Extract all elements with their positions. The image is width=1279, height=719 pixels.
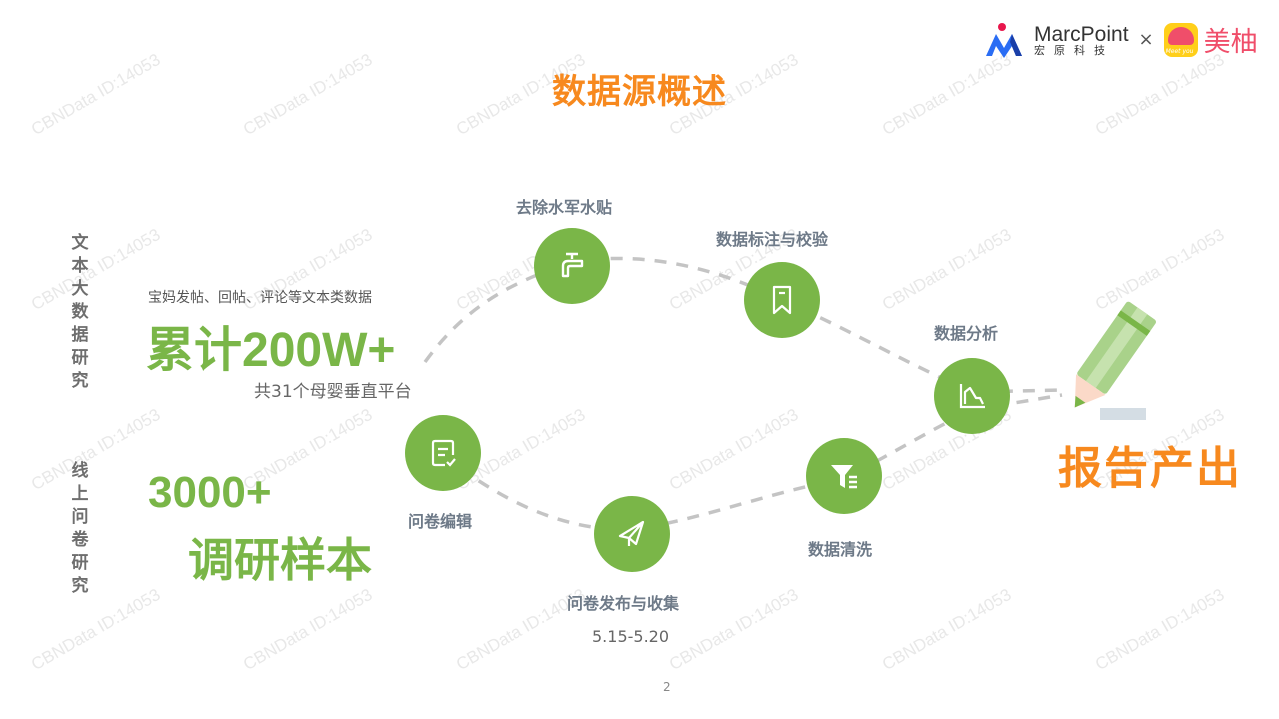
page-title: 数据源概述 [552,72,727,112]
page-number: 2 [663,680,671,694]
step-label-publish-collect: 问卷发布与收集 [567,594,680,613]
step-label-data-cleaning: 数据清洗 [808,540,873,559]
survey-sample-label: 调研样本 [188,534,372,586]
pencil-icon [1074,301,1156,420]
step-questionnaire-edit [405,415,481,491]
text-research-vertical-label: 文本大数据研究 [71,233,89,391]
text-data-big-stat: 累计200W+ [146,324,396,377]
bookmark-icon [772,285,792,315]
platform-count-note: 共31个母婴垂直平台 [254,382,412,402]
marcpoint-subtitle: 宏原科技 [1034,43,1114,57]
step-publish-collect [594,496,670,572]
header-logos: MarcPoint 宏原科技 × Meet you 美柚 [984,20,1258,59]
line-chart-icon [959,384,985,409]
meiyou-logo-icon: Meet you [1163,22,1198,57]
step-annotate-verify [744,262,820,338]
survey-research-vertical-label: 线上问卷研究 [71,461,89,596]
step-label-annotate-verify: 数据标注与校验 [716,230,829,249]
filter-icon [831,465,857,489]
paper-plane-icon [618,520,645,546]
meiyou-wordmark: 美柚 [1203,27,1258,58]
step-data-cleaning [806,438,882,514]
report-output-label: 报告产出 [1058,443,1242,494]
collab-times: × [1138,29,1154,50]
step-label-questionnaire-edit: 问卷编辑 [408,512,473,531]
text-data-subtitle: 宝妈发帖、回帖、评论等文本类数据 [148,290,372,306]
marcpoint-wordmark: MarcPoint [1034,22,1129,46]
edit-document-icon [431,439,456,467]
survey-date-range: 5.15-5.20 [592,627,670,646]
faucet-icon [561,252,584,278]
step-remove-spam [534,228,610,304]
step-label-data-analysis: 数据分析 [934,324,999,343]
step-data-analysis [934,358,1010,434]
marcpoint-logo-icon [986,22,1022,58]
survey-sample-count: 3000+ [148,468,272,517]
step-label-remove-spam: 去除水军水贴 [516,198,613,217]
